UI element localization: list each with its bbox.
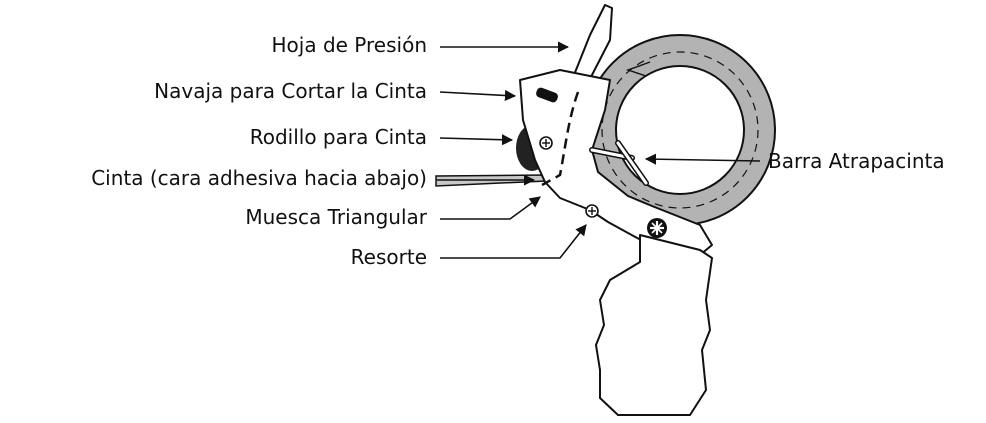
spring-screw-icon [585, 204, 599, 218]
label-tape-holder-bar: Barra Atrapacinta [768, 149, 945, 173]
label-tape: Cinta (cara adhesiva hacia abajo) [91, 166, 427, 190]
leader-tape-holder-bar [644, 153, 761, 165]
label-cutting-blade: Navaja para Cortar la Cinta [154, 79, 427, 103]
cutting-blade [536, 87, 558, 103]
roller-screw-icon [539, 136, 553, 150]
label-triangular-notch: Muesca Triangular [245, 205, 427, 229]
leader-triangular-notch [440, 196, 541, 220]
leader-cutting-blade [439, 89, 517, 102]
label-tape-roller: Rodillo para Cinta [250, 125, 427, 149]
label-pressure-blade: Hoja de Presión [272, 33, 428, 57]
body-dashed-guide [541, 91, 580, 187]
handle [595, 234, 713, 416]
hub-screw-icon [647, 218, 667, 238]
leader-spring [440, 224, 587, 259]
label-spring: Resorte [351, 245, 427, 269]
tape-holder-bar [589, 140, 649, 186]
leader-tape-roller [439, 134, 514, 146]
